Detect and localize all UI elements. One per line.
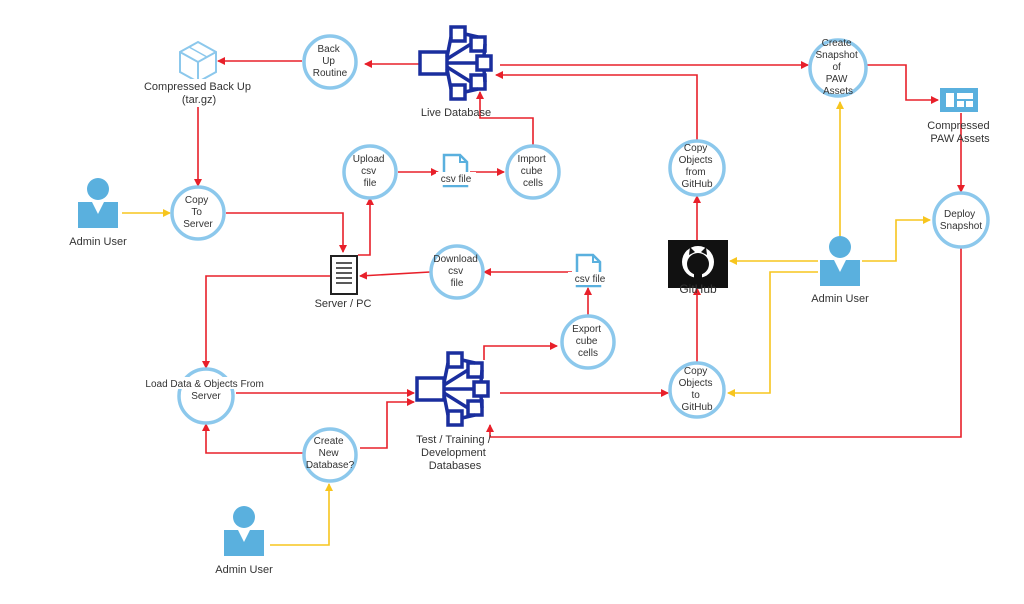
user-person-icon bbox=[78, 178, 118, 228]
compressed-backup: Compressed Back Up (tar.gz) bbox=[138, 40, 260, 107]
process-backup-routine: Back Up Routine bbox=[302, 34, 358, 90]
live-database: Live Database bbox=[418, 25, 493, 119]
server-pc: Server / PC bbox=[315, 255, 372, 310]
process-backup-routine-label: Back Up Routine bbox=[313, 44, 348, 79]
compressed-paw-assets: Compressed PAW Assets bbox=[927, 88, 992, 145]
process-copy-to-server-label: Copy To Server bbox=[183, 195, 213, 230]
csv-file-upload: csv file bbox=[436, 153, 476, 188]
process-copy-to-server: Copy To Server bbox=[170, 185, 226, 241]
user-person-icon bbox=[820, 236, 860, 286]
process-create-snapshot: Create Snapshot of PAW Assets bbox=[808, 38, 868, 98]
admin-user-bottom-label: Admin User bbox=[215, 564, 273, 576]
process-export-cube-cells-label: Export cube cells bbox=[572, 324, 604, 359]
admin-user-bottom: Admin User bbox=[215, 506, 273, 576]
red-flow-lines bbox=[194, 57, 965, 454]
process-import-cube-cells: Import cube cells bbox=[505, 144, 561, 200]
admin-user-left: Admin User bbox=[69, 178, 127, 248]
process-download-csv-label: Download csv file bbox=[433, 254, 480, 289]
yellow-flow-lines bbox=[122, 101, 931, 546]
process-import-cube-cells-label: Import cube cells bbox=[517, 154, 548, 189]
process-download-csv: Download csv file bbox=[429, 244, 485, 300]
test-database-label: Test / Training / Development Databases bbox=[416, 434, 494, 472]
process-copy-from-github-label: Copy Objects from GitHub bbox=[679, 143, 716, 190]
network-database-icon bbox=[418, 25, 493, 101]
process-load-data-label: Load Data & Objects From Server bbox=[145, 379, 266, 402]
admin-user-right: Admin User bbox=[811, 236, 869, 305]
process-load-data: Load Data & Objects From Server bbox=[138, 367, 276, 425]
live-database-label: Live Database bbox=[421, 107, 491, 119]
compressed-paw-label: Compressed PAW Assets bbox=[927, 120, 992, 145]
test-database: Test / Training / Development Databases bbox=[415, 351, 494, 472]
process-copy-to-github-label: Copy Objects to GitHub bbox=[679, 366, 716, 413]
server-label: Server / PC bbox=[315, 298, 372, 310]
process-upload-csv: Upload csv file bbox=[342, 144, 398, 200]
process-export-cube-cells: Export cube cells bbox=[560, 314, 616, 370]
process-create-new-database-label: Create New Database? bbox=[306, 436, 355, 471]
github: GitHub bbox=[668, 240, 728, 296]
compressed-backup-label: Compressed Back Up (tar.gz) bbox=[144, 81, 254, 106]
network-database-icon bbox=[415, 351, 490, 427]
process-deploy-snapshot-label: Deploy Snapshot bbox=[940, 209, 982, 232]
csv-file-upload-label: csv file bbox=[441, 174, 472, 185]
process-create-new-database: Create New Database? bbox=[302, 427, 358, 483]
cube-archive-icon bbox=[179, 40, 217, 84]
user-person-icon bbox=[224, 506, 264, 556]
admin-user-right-label: Admin User bbox=[811, 293, 869, 305]
dashboard-panel-icon bbox=[940, 88, 978, 112]
process-copy-objects-from-github: Copy Objects from GitHub bbox=[668, 139, 726, 197]
csv-file-download-label: csv file bbox=[575, 274, 606, 285]
admin-user-left-label: Admin User bbox=[69, 236, 127, 248]
process-deploy-snapshot: Deploy Snapshot bbox=[932, 191, 990, 249]
github-octocat-icon bbox=[668, 240, 728, 288]
process-upload-csv-label: Upload csv file bbox=[353, 154, 387, 189]
process-copy-objects-to-github: Copy Objects to GitHub bbox=[668, 361, 726, 419]
process-create-snapshot-label: Create Snapshot of PAW Assets bbox=[815, 38, 860, 97]
github-label: GitHub bbox=[679, 282, 717, 296]
csv-file-download: csv file bbox=[568, 253, 612, 288]
server-tower-icon bbox=[330, 255, 358, 295]
